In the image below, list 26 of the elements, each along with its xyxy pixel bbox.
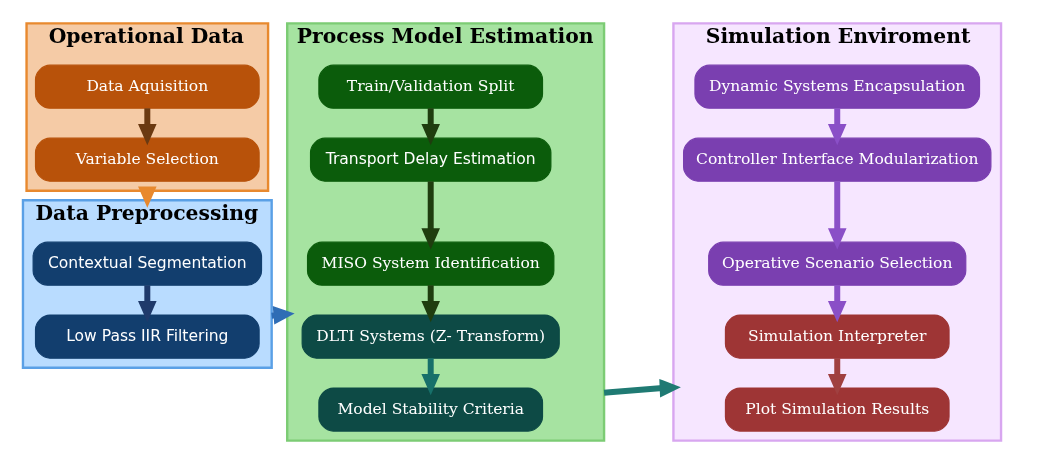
arrow bbox=[138, 285, 157, 323]
node-box: MISO System Identification bbox=[306, 241, 555, 286]
arrow bbox=[827, 285, 847, 323]
arrow bbox=[138, 186, 157, 208]
node-box: Model Stability Criteria bbox=[318, 387, 544, 432]
arrow bbox=[421, 108, 440, 146]
arrow bbox=[827, 108, 847, 146]
node-box: Data Aquisition bbox=[34, 64, 260, 109]
node-box: Simulation Interpreter bbox=[724, 314, 950, 359]
node-box: Variable Selection bbox=[34, 137, 260, 182]
node-box: Plot Simulation Results bbox=[724, 387, 950, 432]
arrow bbox=[138, 108, 157, 146]
node-box: Low Pass IIR Filtering bbox=[34, 314, 260, 359]
arrow bbox=[827, 181, 847, 250]
node-box: Controller Interface Modularization bbox=[683, 137, 992, 182]
arrow bbox=[603, 378, 681, 398]
arrow bbox=[421, 181, 440, 250]
node-box: Operative Scenario Selection bbox=[708, 241, 967, 286]
arrow bbox=[421, 358, 440, 396]
node-box: Train/Validation Split bbox=[318, 64, 544, 109]
arrow bbox=[827, 358, 847, 396]
node-box: Transport Delay Estimation bbox=[309, 137, 552, 182]
node-box: DLTI Systems (Z- Transform) bbox=[301, 314, 560, 359]
node-box: Dynamic Systems Encapsulation bbox=[694, 64, 981, 109]
arrow bbox=[421, 285, 440, 323]
node-box: Contextual Segmentation bbox=[32, 241, 263, 286]
